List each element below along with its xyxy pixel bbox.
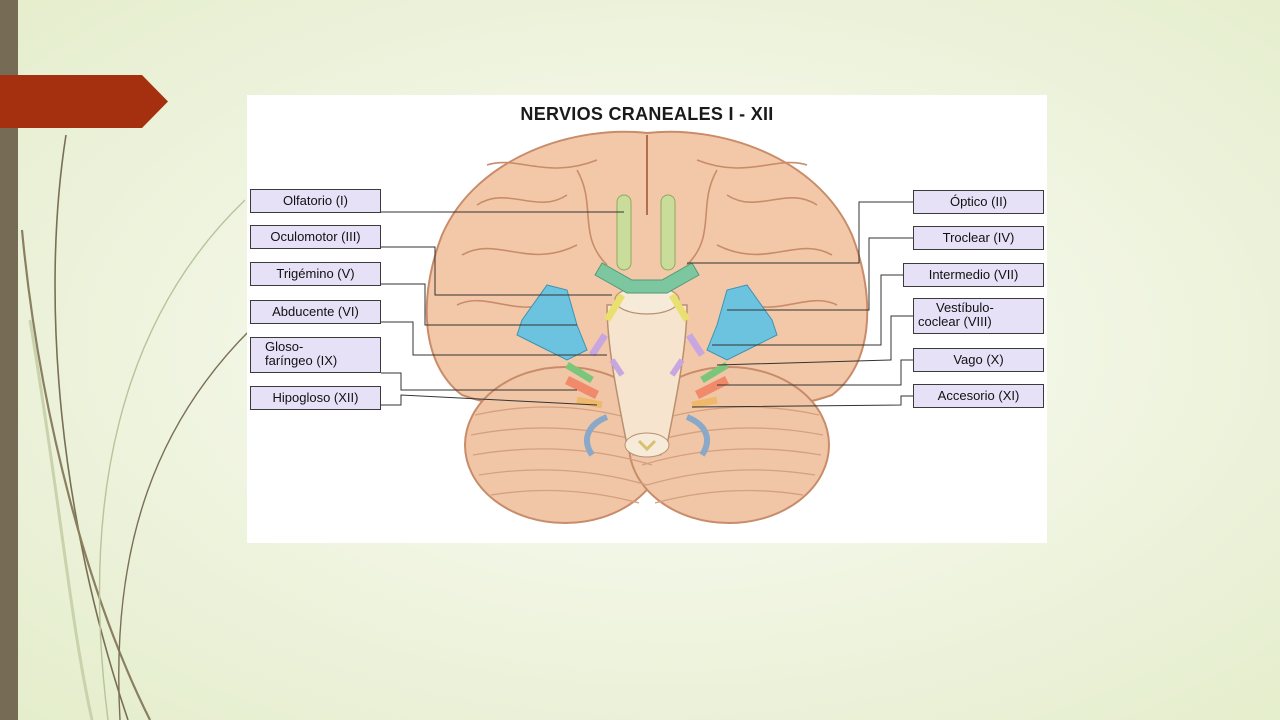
decorative-swooshes [20,134,251,720]
olfactory-nerve-left [616,194,632,271]
label-vestibulococlear-line2: coclear (VIII) [918,314,992,329]
label-abducente: Abducente (VI) [250,300,381,324]
label-olfatorio: Olfatorio (I) [250,189,381,213]
label-trigemino: Trigémino (V) [250,262,381,286]
label-vestibulococlear: Vestíbulo- coclear (VIII) [913,298,1044,334]
leader-lines [381,201,913,408]
brain-base-illustration [381,130,913,524]
figure-title: NERVIOS CRANEALES I - XII [520,104,774,124]
label-oculomotor: Oculomotor (III) [250,225,381,249]
olfactory-nerve-right [660,194,676,271]
trigeminal-left [516,284,588,361]
label-glosofaringeo-line2: faríngeo (IX) [265,353,338,368]
cranial-nerves-figure: NERVIOS CRANEALES I - XII Olfatorio (I) … [247,95,1047,543]
label-optico: Óptico (II) [913,190,1044,214]
label-glosofaringeo: Gloso- faríngeo (IX) [250,337,381,373]
label-vestibulococlear-line1: Vestíbulo- [936,300,994,315]
label-vago: Vago (X) [913,348,1044,372]
left-accent-bar [0,0,18,720]
label-troclear: Troclear (IV) [913,226,1044,250]
label-intermedio: Intermedio (VII) [903,263,1044,287]
label-glosofaringeo-line1: Gloso- [265,339,304,354]
label-accesorio: Accesorio (XI) [913,384,1044,408]
label-hipogloso: Hipogloso (XII) [250,386,381,410]
title-accent-arrow [0,75,168,128]
trigeminal-right [706,284,778,361]
optic-chiasm [594,262,700,294]
